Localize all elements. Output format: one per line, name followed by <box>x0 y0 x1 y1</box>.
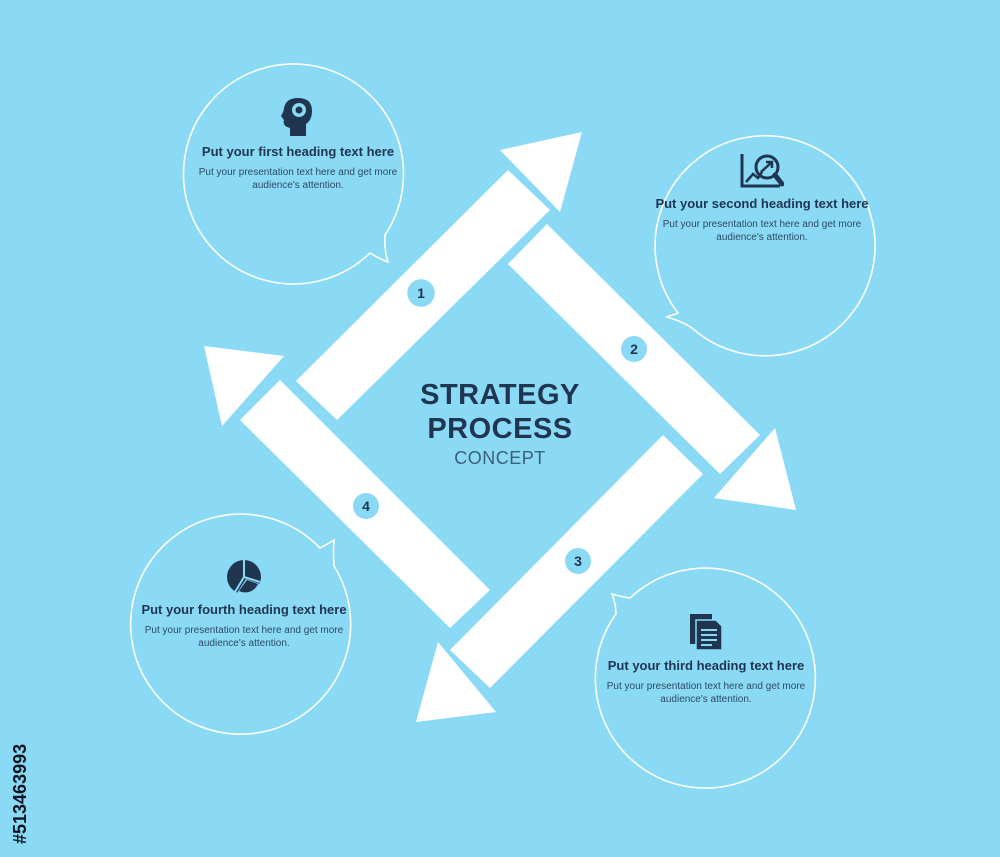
step-1-text: Put your presentation text here and get … <box>198 167 398 191</box>
arrow-3-head <box>416 642 496 722</box>
pie-chart-icon <box>227 560 261 596</box>
head-idea-icon <box>281 98 312 136</box>
arrow-2-head <box>714 428 796 510</box>
step-2-heading: Put your second heading text here <box>655 196 869 211</box>
arrow-4-head <box>204 346 284 426</box>
step-2-text: Put your presentation text here and get … <box>662 219 862 243</box>
step-circle-1 <box>403 275 439 311</box>
stock-id-text: #513463993 <box>10 743 30 844</box>
step-4-heading: Put your fourth heading text here <box>141 602 347 617</box>
subtitle: CONCEPT <box>454 448 546 468</box>
bubble-2-outline <box>654 134 876 357</box>
title-line-2: PROCESS <box>427 413 573 445</box>
step-circle-4 <box>348 488 384 524</box>
step-4-text: Put your presentation text here and get … <box>144 625 344 649</box>
chart-magnifier-icon <box>740 154 784 188</box>
step-1-heading: Put your first heading text here <box>201 144 395 159</box>
step-3-heading: Put your third heading text here <box>607 658 805 673</box>
title-line-1: STRATEGY <box>420 379 580 411</box>
step-3-text: Put your presentation text here and get … <box>606 681 806 705</box>
step-number-2: 2 <box>630 341 638 357</box>
step-circle-2 <box>616 331 652 367</box>
step-number-3: 3 <box>574 553 582 569</box>
step-number-4: 4 <box>362 498 370 514</box>
step-4-card: Put your fourth heading text here Put yo… <box>134 558 354 650</box>
stock-id-label: #513463993 <box>10 618 34 844</box>
diagram-title: STRATEGY PROCESS CONCEPT <box>400 378 600 469</box>
step-2-card: Put your second heading text here Put yo… <box>652 152 872 244</box>
step-1-card: Put your first heading text here Put you… <box>188 96 408 192</box>
bubble-1-outline <box>182 63 405 285</box>
document-icon <box>690 614 723 651</box>
step-circle-3 <box>560 543 596 579</box>
arrow-1-head <box>500 132 582 212</box>
bubble-4-outline <box>129 513 352 735</box>
bubble-3-outline <box>594 567 817 789</box>
step-3-card: Put your third heading text here Put you… <box>596 612 816 706</box>
step-number-1: 1 <box>417 285 425 301</box>
